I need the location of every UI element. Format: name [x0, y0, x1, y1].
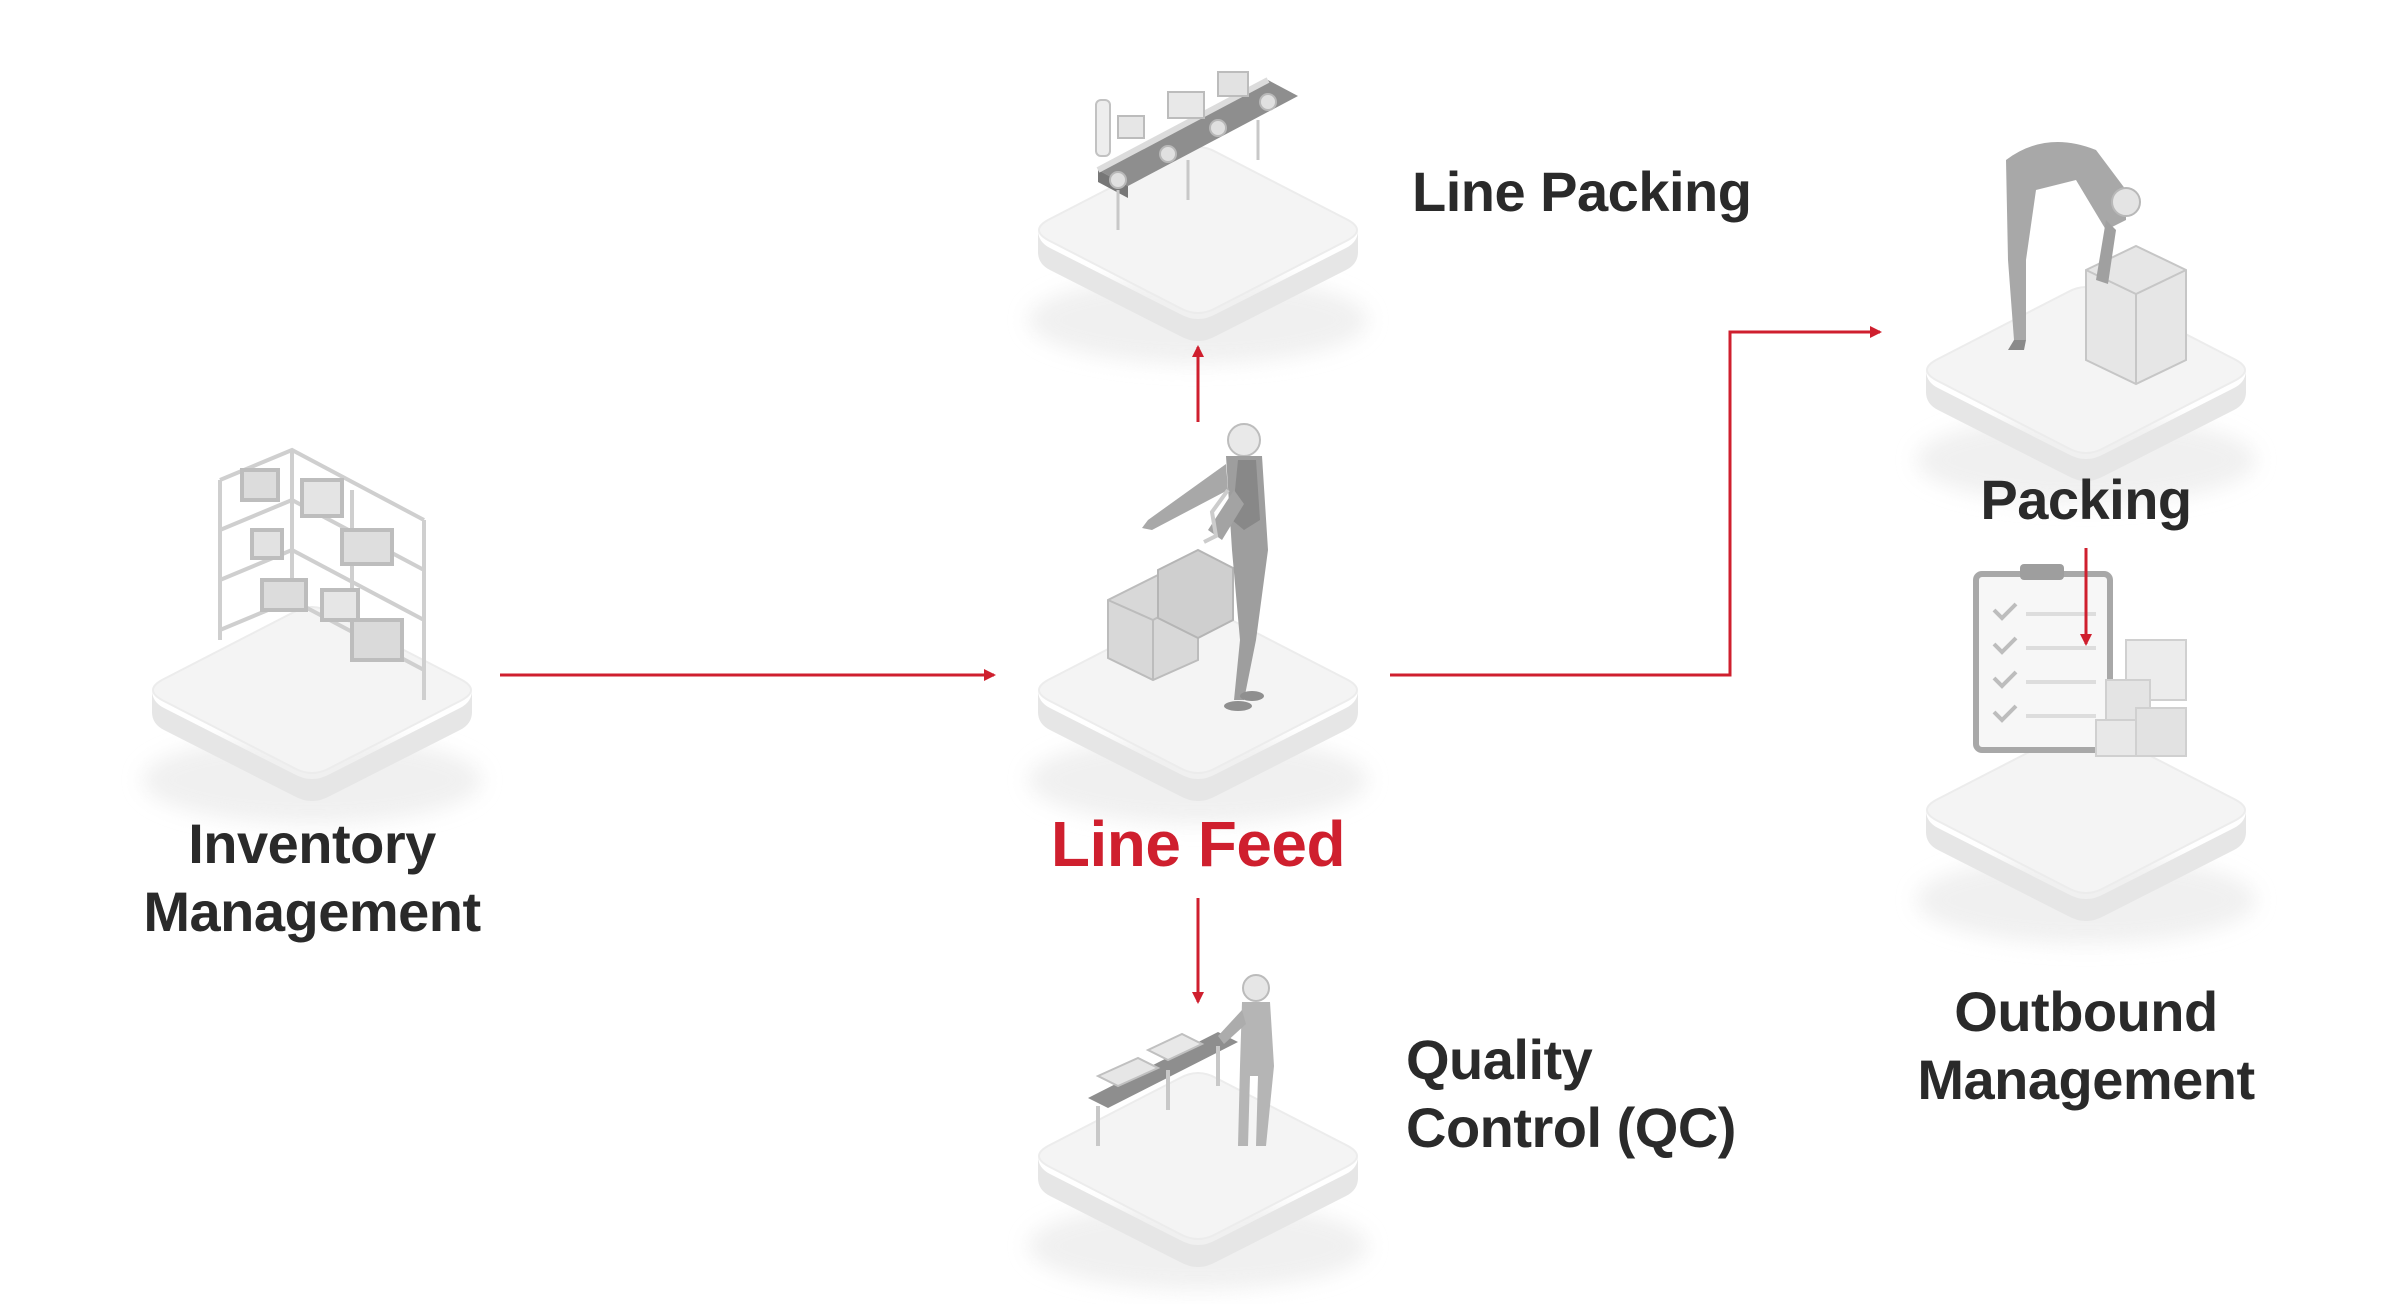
inventory-management-label: Inventory Management: [143, 810, 481, 946]
outbound-management-label: Outbound Management: [1917, 978, 2255, 1114]
connectors: [500, 326, 2092, 1004]
arrow-line-feed-to-packing: [1390, 326, 1882, 677]
inspection-worker-icon: [1088, 974, 1274, 1146]
outbound-label-line-2: Management: [1917, 1048, 2255, 1111]
line-feed-label: Line Feed: [1050, 806, 1346, 882]
line-packing-node: [1028, 71, 1368, 364]
quality-control-node: [1028, 974, 1368, 1290]
qc-label-line-1: Quality: [1406, 1028, 1593, 1091]
inventory-label-line-1: Inventory: [188, 812, 436, 875]
packing-node: [1916, 142, 2256, 504]
qc-label-line-2: Control (QC): [1406, 1096, 1736, 1159]
packing-label-text: Packing: [1980, 468, 2192, 531]
line-feed-node: [1028, 423, 1368, 824]
packing-label: Packing: [1980, 466, 2192, 534]
warehouse-shelf-icon: [218, 447, 426, 700]
quality-control-label: Quality Control (QC): [1406, 1026, 1736, 1162]
clipboard-with-boxes-icon: [1973, 564, 2187, 757]
conveyor-machine-icon: [1095, 71, 1298, 230]
worker-packing-box-icon: [2006, 142, 2187, 386]
outbound-management-node: [1916, 564, 2256, 944]
inventory-management-node: [142, 447, 482, 824]
line-packing-label: Line Packing: [1412, 158, 1752, 226]
supervisor-with-boxes-icon: [1107, 423, 1268, 711]
line-packing-label-text: Line Packing: [1412, 160, 1752, 223]
line-feed-label-text: Line Feed: [1050, 808, 1346, 880]
outbound-label-line-1: Outbound: [1954, 980, 2218, 1043]
inventory-label-line-2: Management: [143, 880, 481, 943]
